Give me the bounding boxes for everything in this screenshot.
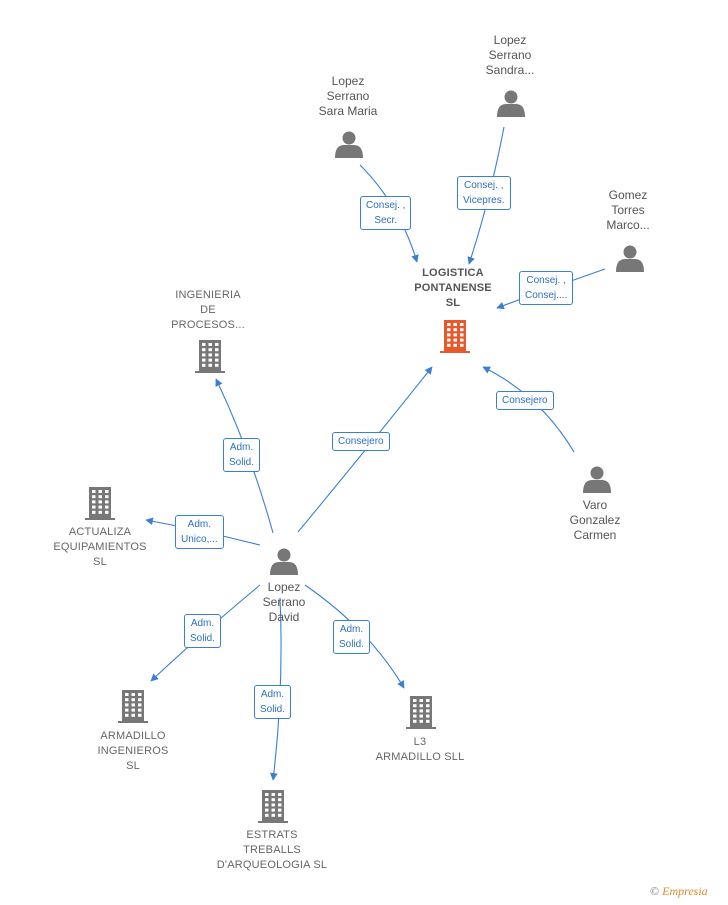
node-david-person-icon[interactable] — [270, 548, 298, 576]
node-actualiza-building-icon[interactable] — [85, 487, 115, 520]
edge-label-sandra-logistica[interactable]: Consej. , Vicepres. — [457, 176, 511, 210]
node-estrats-building-icon[interactable] — [258, 790, 288, 823]
node-label-ingenieria[interactable]: INGENIERIA DE PROCESOS... — [171, 289, 245, 331]
edge-label-david-logistica[interactable]: Consejero — [332, 432, 390, 451]
node-label-sandra[interactable]: Lopez Serrano Sandra... — [485, 33, 535, 77]
node-sara-person-icon[interactable] — [335, 131, 363, 159]
node-label-varo[interactable]: Varo Gonzalez Carmen — [569, 498, 621, 542]
edge-label-varo-logistica[interactable]: Consejero — [496, 391, 554, 410]
node-label-logistica[interactable]: LOGISTICA PONTANENSE SL — [414, 267, 492, 309]
brand-logo: Empresia — [662, 884, 708, 898]
edge-label-david-l3[interactable]: Adm. Solid. — [333, 620, 371, 654]
node-l3-building-icon[interactable] — [406, 696, 436, 729]
edge-label-gomez-logistica[interactable]: Consej. , Consej.... — [519, 271, 574, 305]
node-logistica-building-icon[interactable] — [440, 320, 470, 353]
node-label-actualiza[interactable]: ACTUALIZA EQUIPAMIENTOS SL — [53, 526, 147, 568]
edge-label-david-actualiza[interactable]: Adm. Unico,... — [175, 515, 224, 549]
node-armadillo_ing-building-icon[interactable] — [118, 690, 148, 723]
edge-label-david-ingenieria[interactable]: Adm. Solid. — [223, 438, 261, 472]
edge-label-sara-logistica[interactable]: Consej. , Secr. — [360, 196, 412, 230]
edge-label-david-estrats[interactable]: Adm. Solid. — [254, 685, 292, 719]
edge-label-david-armadillo[interactable]: Adm. Solid. — [184, 614, 222, 648]
node-sandra-person-icon[interactable] — [497, 90, 525, 118]
node-label-sara[interactable]: Lopez Serrano Sara Maria — [318, 74, 378, 118]
node-varo-person-icon[interactable] — [583, 466, 611, 494]
node-label-l3-armadillo[interactable]: L3 ARMADILLO SLL — [375, 736, 465, 763]
node-label-armadillo-ingenieros[interactable]: ARMADILLO INGENIEROS SL — [97, 730, 169, 772]
node-label-david[interactable]: Lopez Serrano David — [262, 580, 306, 624]
node-gomez-person-icon[interactable] — [616, 245, 644, 273]
node-ingenieria-building-icon[interactable] — [195, 340, 225, 373]
copyright-icon: © — [650, 884, 660, 898]
node-label-estrats[interactable]: ESTRATS TREBALLS D'ARQUEOLOGIA SL — [216, 829, 328, 871]
node-label-gomez[interactable]: Gomez Torres Marco... — [606, 188, 650, 232]
footer-brand: © Empresia — [650, 884, 708, 899]
